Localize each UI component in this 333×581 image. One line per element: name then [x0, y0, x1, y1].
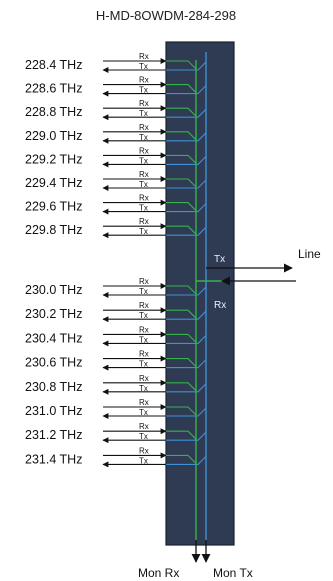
- tx-port-label: Tx: [139, 335, 148, 344]
- rx-port-label: Rx: [139, 350, 149, 359]
- tx-branch-path: [166, 335, 207, 344]
- tx-port-label: Tx: [139, 456, 148, 465]
- tx-port-label: Tx: [139, 311, 148, 320]
- tx-port-label: Tx: [139, 86, 148, 95]
- rx-branch-path: [166, 333, 197, 343]
- rx-port-label: Rx: [139, 146, 149, 155]
- rx-branch-path: [166, 202, 197, 211]
- channel-frequency-label: 231.2 THz: [25, 428, 82, 442]
- rx-port-label: Rx: [139, 325, 149, 334]
- channel-frequency-label: 229.4 THz: [25, 176, 82, 190]
- channel-frequency-label: 229.8 THz: [25, 223, 82, 237]
- tx-branch-path: [166, 456, 207, 465]
- tx-branch-path: [166, 61, 207, 71]
- channel-frequency-label: 230.6 THz: [25, 356, 82, 370]
- mon-tx-label: Mon Tx: [213, 566, 253, 580]
- rx-port-label: Rx: [139, 301, 149, 310]
- rx-branch-path: [166, 309, 197, 319]
- channel-frequency-label: 228.8 THz: [25, 105, 82, 119]
- line-rx-label: Rx: [214, 300, 226, 311]
- tx-port-label: Tx: [139, 62, 148, 71]
- rx-port-label: Rx: [139, 194, 149, 203]
- rx-port-label: Rx: [139, 398, 149, 407]
- channel-frequency-label: 230.4 THz: [25, 331, 82, 345]
- tx-branch-path: [166, 226, 207, 236]
- rx-port-label: Rx: [139, 277, 149, 286]
- channel-frequency-label: 231.4 THz: [25, 452, 82, 466]
- rx-branch-path: [166, 454, 197, 464]
- tx-branch-path: [166, 179, 207, 189]
- internal-paths: [166, 52, 222, 540]
- rx-branch-path: [166, 382, 197, 392]
- line-label: Line: [298, 247, 321, 261]
- line-tx-label: Tx: [214, 254, 225, 265]
- rx-branch-path: [166, 178, 197, 188]
- tx-branch-path: [166, 203, 207, 213]
- tx-branch-path: [166, 108, 207, 118]
- tx-port-label: Tx: [139, 109, 148, 118]
- tx-port-label: Tx: [139, 287, 148, 296]
- tx-branch-path: [166, 156, 207, 165]
- tx-branch-path: [166, 286, 207, 296]
- rx-branch-path: [166, 285, 197, 295]
- tx-port-label: Tx: [139, 180, 148, 189]
- tx-port-label: Tx: [139, 133, 148, 142]
- rx-branch-path: [166, 430, 197, 440]
- tx-port-label: Tx: [139, 384, 148, 393]
- rx-port-label: Rx: [139, 52, 149, 61]
- channel-frequency-label: 230.8 THz: [25, 380, 82, 394]
- rx-branch-path: [166, 406, 197, 416]
- rx-port-label: Rx: [139, 123, 149, 132]
- tx-port-label: Tx: [139, 227, 148, 236]
- channel-frequency-label: 230.0 THz: [25, 283, 82, 297]
- tx-port-label: Tx: [139, 408, 148, 417]
- tx-branch-path: [166, 359, 207, 369]
- rx-port-label: Rx: [139, 99, 149, 108]
- rx-port-label: Rx: [139, 422, 149, 431]
- tx-port-label: Tx: [139, 360, 148, 369]
- rx-branch-path: [166, 131, 197, 141]
- rx-branch-path: [166, 225, 197, 235]
- tx-port-label: Tx: [139, 156, 148, 165]
- rx-branch-path: [166, 358, 197, 367]
- tx-branch-path: [166, 407, 207, 417]
- rx-port-label: Rx: [139, 76, 149, 85]
- rx-branch-path: [166, 60, 197, 70]
- tx-port-label: Tx: [139, 204, 148, 213]
- channel-frequency-label: 228.4 THz: [25, 58, 82, 72]
- rx-branch-path: [166, 107, 197, 117]
- channel-frequency-label: 229.0 THz: [25, 129, 82, 143]
- tx-branch-path: [166, 383, 207, 393]
- channel-frequency-label: 229.6 THz: [25, 200, 82, 214]
- rx-branch-path: [166, 154, 197, 164]
- tx-branch-path: [166, 310, 207, 320]
- rx-port-label: Rx: [139, 374, 149, 383]
- tx-branch-path: [166, 431, 207, 441]
- channel-frequency-label: 228.6 THz: [25, 82, 82, 96]
- rx-branch-path: [166, 84, 197, 93]
- channel-frequency-label: 230.2 THz: [25, 307, 82, 321]
- channel-frequency-label: 231.0 THz: [25, 404, 82, 418]
- tx-port-label: Tx: [139, 432, 148, 441]
- rx-port-label: Rx: [139, 170, 149, 179]
- diagram-title: H-MD-8OWDM-284-298: [96, 8, 236, 23]
- tx-branch-path: [166, 132, 207, 142]
- rx-port-label: Rx: [139, 217, 149, 226]
- rx-port-label: Rx: [139, 446, 149, 455]
- tx-branch-path: [166, 85, 207, 95]
- mon-rx-label: Mon Rx: [138, 566, 179, 580]
- channel-frequency-label: 229.2 THz: [25, 152, 82, 166]
